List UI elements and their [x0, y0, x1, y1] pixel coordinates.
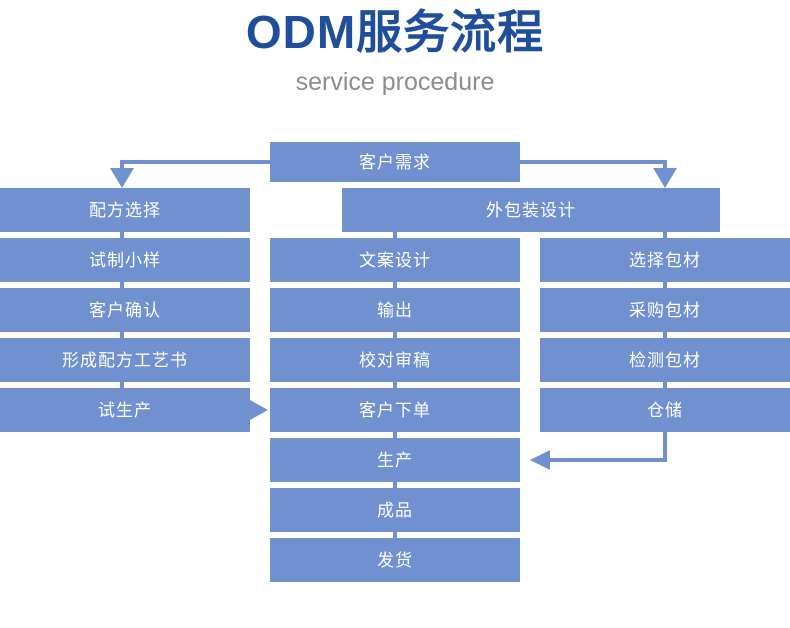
arrowheads: [110, 168, 677, 470]
node-outer-packaging-design[interactable]: 外包装设计: [342, 188, 720, 232]
node-finished-product[interactable]: 成品: [270, 488, 520, 532]
node-formula-selection[interactable]: 配方选择: [0, 188, 250, 232]
arrowhead-right-order: [250, 400, 268, 420]
node-proofreading[interactable]: 校对审稿: [270, 338, 520, 382]
node-shipment[interactable]: 发货: [270, 538, 520, 582]
node-output[interactable]: 输出: [270, 288, 520, 332]
connector-root-to-packaging: [520, 160, 667, 180]
arrowhead-down-packaging: [653, 168, 677, 188]
node-formula-process-document[interactable]: 形成配方工艺书: [0, 338, 250, 382]
node-customer-order[interactable]: 客户下单: [270, 388, 520, 432]
node-purchase-packaging-material[interactable]: 采购包材: [540, 288, 790, 332]
node-copywriting-design[interactable]: 文案设计: [270, 238, 520, 282]
node-production[interactable]: 生产: [270, 438, 520, 482]
arrowhead-down-formula: [110, 168, 134, 188]
node-customer-confirmation[interactable]: 客户确认: [0, 288, 250, 332]
node-inspect-packaging-material[interactable]: 检测包材: [540, 338, 790, 382]
connector-storage-to-production: [540, 432, 667, 462]
node-trial-sample[interactable]: 试制小样: [0, 238, 250, 282]
page-title: ODM服务流程: [245, 6, 545, 58]
node-trial-production[interactable]: 试生产: [0, 388, 250, 432]
node-storage[interactable]: 仓储: [540, 388, 790, 432]
connector-root-to-formula: [120, 160, 270, 180]
arrowhead-left-production: [530, 450, 550, 470]
node-select-packaging-material[interactable]: 选择包材: [540, 238, 790, 282]
page-subtitle: service procedure: [295, 68, 495, 96]
node-customer-requirement[interactable]: 客户需求: [270, 142, 520, 182]
